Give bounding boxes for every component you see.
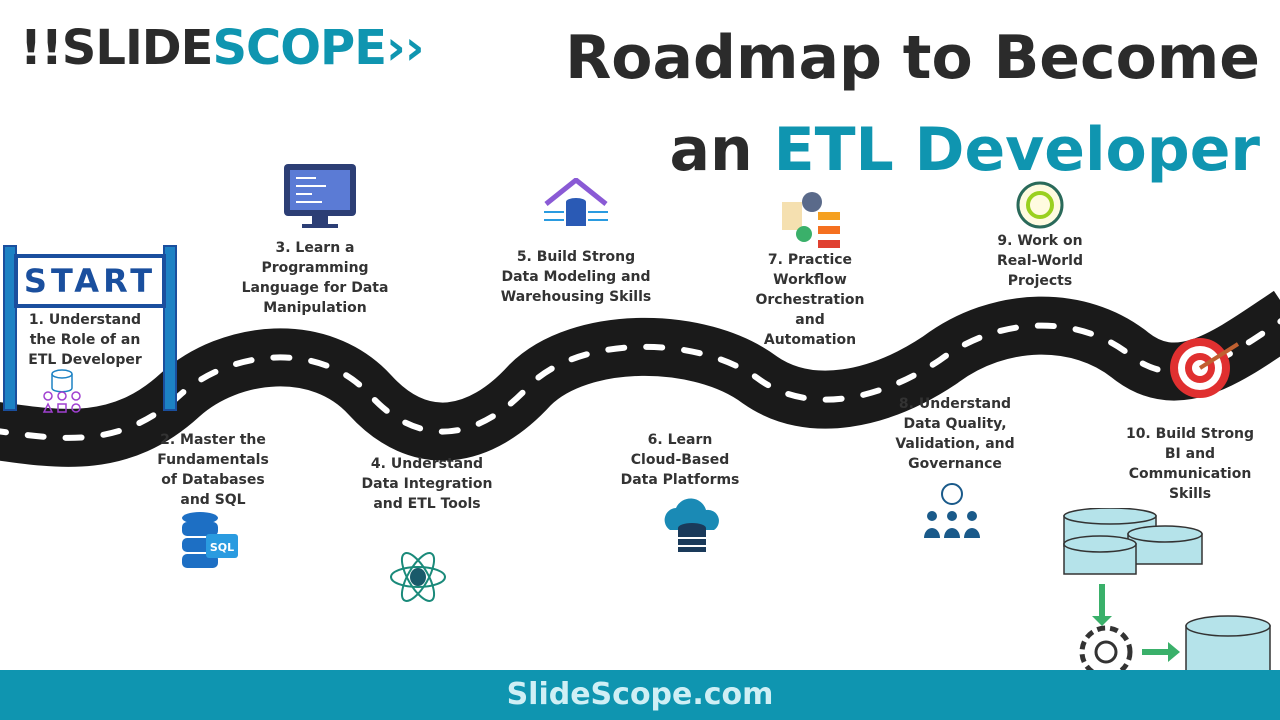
page-title: Roadmap to Become an ETL Developer (565, 12, 1260, 196)
step-3: 3. Learn a Programming Language for Data… (241, 240, 389, 316)
logo-accent: SCOPE (212, 20, 387, 76)
etl-pipeline-illustration (1063, 508, 1271, 679)
project-cycle-icon (1016, 181, 1064, 229)
title-line-2: an ETL Developer (565, 104, 1260, 196)
logo-text: !!SLIDE (20, 20, 213, 76)
workflow-icon (782, 192, 840, 248)
data-warehouse-icon (544, 178, 608, 226)
target-icon (1170, 338, 1240, 398)
start-label: START (23, 262, 157, 300)
step-10: 10. Build Strong BI and Communication Sk… (1125, 426, 1255, 502)
governance-team-icon (924, 483, 980, 538)
step-5: 5. Build Strong Data Modeling and Wareho… (500, 249, 652, 305)
svg-text:SQL: SQL (210, 541, 234, 554)
step-8: 8. Understand Data Quality, Validation, … (895, 396, 1015, 472)
title-plain: an (669, 115, 774, 185)
title-line-1: Roadmap to Become (565, 23, 1260, 93)
title-accent: ETL Developer (773, 115, 1260, 185)
step-9: 9. Work on Real-World Projects (997, 233, 1083, 289)
logo: !!SLIDESCOPE›› (20, 20, 425, 76)
step-4: 4. Understand Data Integration and ETL T… (361, 456, 493, 512)
step-1: 1. Understand the Role of an ETL Develop… (28, 312, 142, 368)
start-sign (3, 245, 177, 411)
cloud-database-icon (664, 498, 719, 552)
logo-chevrons: ›› (386, 20, 425, 76)
step-2: 2. Master the Fundamentals of Databases … (157, 432, 269, 508)
code-monitor-icon (284, 164, 356, 228)
step-6: 6. Learn Cloud-Based Data Platforms (620, 432, 740, 488)
data-atom-icon (390, 552, 446, 602)
step-7: 7. Practice Workflow Orchestration and A… (755, 252, 865, 348)
database-flowchart-icon (42, 369, 81, 413)
footer: SlideScope.com (0, 670, 1280, 720)
sql-database-icon: SQL (182, 512, 238, 568)
